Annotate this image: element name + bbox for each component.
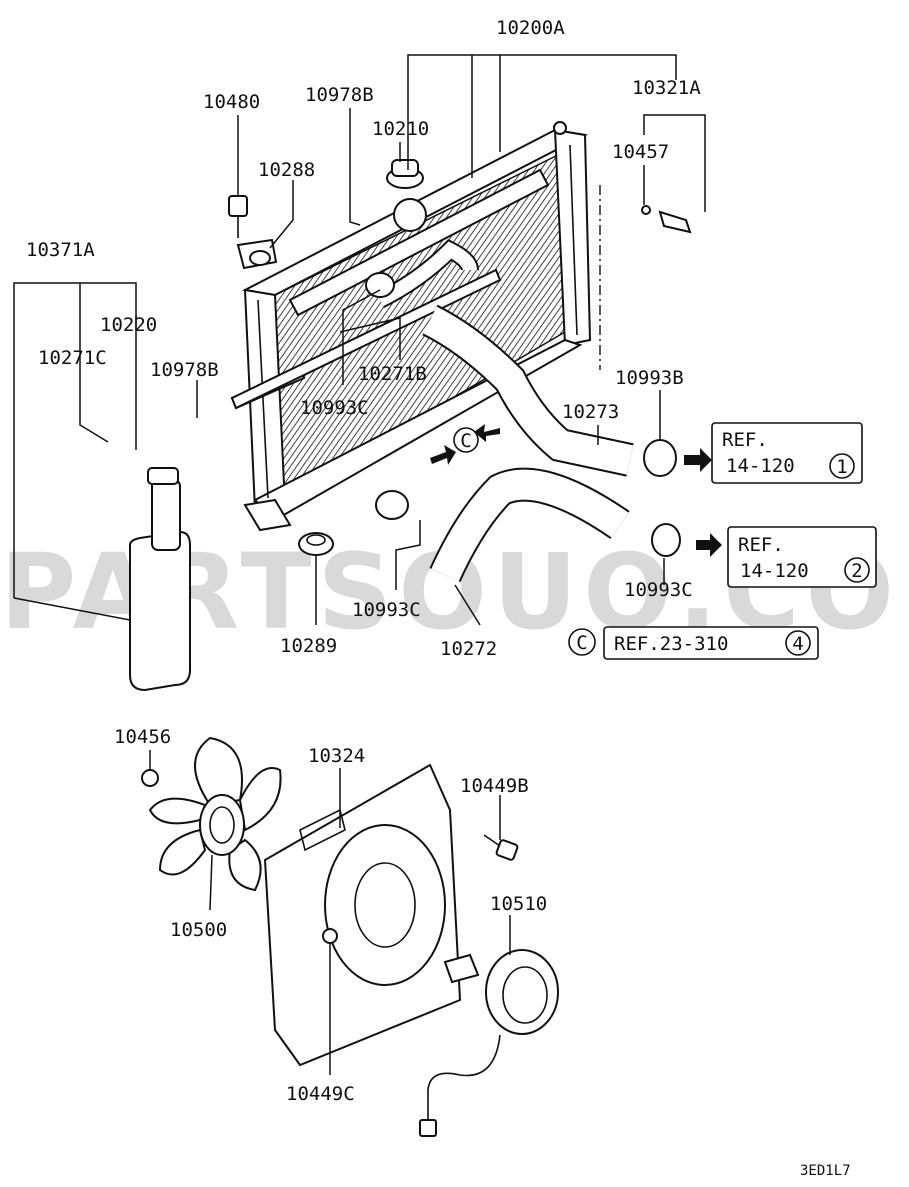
label-10993B[interactable]: 10993B — [615, 367, 684, 389]
label-10321A[interactable]: 10321A — [632, 77, 701, 99]
cooling-fan-blade[interactable] — [148, 736, 282, 892]
radiator-upper-tank[interactable] — [288, 121, 567, 317]
label-10978B-top[interactable]: 10978B — [305, 84, 374, 106]
callout-c-legend: C — [568, 628, 596, 656]
ref-box-14-120-2[interactable]: REF. 14-120 2 — [727, 526, 877, 588]
bolt-10449B[interactable] — [483, 834, 519, 861]
label-10324[interactable]: 10324 — [308, 745, 365, 767]
rubber-mount-10289[interactable] — [298, 532, 334, 556]
label-10993C-mid[interactable]: 10993C — [352, 599, 421, 621]
hose-clamp-10993C-right[interactable] — [651, 523, 681, 557]
label-10371A[interactable]: 10371A — [26, 239, 95, 261]
svg-text:C: C — [460, 430, 471, 452]
ref2-line1: REF. — [738, 534, 784, 556]
bolt-10449C[interactable] — [322, 928, 338, 944]
label-10449C[interactable]: 10449C — [286, 1083, 355, 1105]
label-10288[interactable]: 10288 — [258, 159, 315, 181]
ref3-num: 4 — [792, 633, 803, 655]
label-10273[interactable]: 10273 — [562, 401, 619, 423]
fan-nut-10456[interactable] — [141, 769, 159, 787]
ref1-line2: 14-120 — [726, 455, 795, 477]
small-bypass-hose[interactable] — [375, 239, 479, 309]
label-10993C-right[interactable]: 10993C — [624, 579, 693, 601]
label-10457[interactable]: 10457 — [612, 141, 669, 163]
drain-plug-10321A[interactable] — [641, 205, 692, 234]
label-10272[interactable]: 10272 — [440, 638, 497, 660]
bolt-10480[interactable] — [228, 195, 248, 238]
label-10271B[interactable]: 10271B — [358, 363, 427, 385]
ref2-line2: 14-120 — [740, 560, 809, 582]
ref2-num: 2 — [851, 560, 862, 582]
label-10993C-top[interactable]: 10993C — [300, 397, 369, 419]
label-10978B-left[interactable]: 10978B — [150, 359, 219, 381]
hose-clamp-10993C-mid[interactable] — [375, 490, 409, 520]
label-10271C[interactable]: 10271C — [38, 347, 107, 369]
label-10500[interactable]: 10500 — [170, 919, 227, 941]
label-10449B[interactable]: 10449B — [460, 775, 529, 797]
radiator-drain-tube[interactable] — [230, 268, 502, 410]
diagram-code: 3ED1L7 — [800, 1163, 851, 1179]
bracket-10288[interactable] — [236, 238, 278, 270]
label-10210[interactable]: 10210 — [372, 118, 429, 140]
label-10510[interactable]: 10510 — [490, 893, 547, 915]
label-10456[interactable]: 10456 — [114, 726, 171, 748]
upper-radiator-hose[interactable] — [422, 304, 634, 477]
label-10200A[interactable]: 10200A — [496, 17, 565, 39]
callout-c-diagram: C — [453, 427, 479, 453]
label-10220[interactable]: 10220 — [100, 314, 157, 336]
fan-shroud[interactable] — [263, 763, 462, 1067]
overflow-hose[interactable] — [89, 436, 131, 570]
svg-text:C: C — [576, 632, 587, 654]
lower-radiator-hose[interactable] — [429, 467, 630, 583]
hose-clamp-10993C-top[interactable] — [365, 272, 395, 298]
flow-arrows — [430, 424, 722, 557]
ref1-line1: REF. — [722, 429, 768, 451]
ref-box-23-310-4[interactable]: REF.23-310 4 — [603, 626, 819, 660]
ref3-text: REF.23-310 — [614, 633, 728, 655]
label-10289[interactable]: 10289 — [280, 635, 337, 657]
overflow-tank[interactable] — [129, 467, 191, 692]
ref1-num: 1 — [836, 456, 847, 478]
leader-lines — [13, 54, 706, 1075]
ref-box-14-120-1[interactable]: REF. 14-120 1 — [711, 422, 863, 484]
label-10480[interactable]: 10480 — [203, 91, 260, 113]
hose-clamp-10993B[interactable] — [643, 439, 677, 477]
radiator-cap[interactable] — [386, 159, 424, 189]
fan-motor-10510[interactable] — [419, 949, 559, 1137]
